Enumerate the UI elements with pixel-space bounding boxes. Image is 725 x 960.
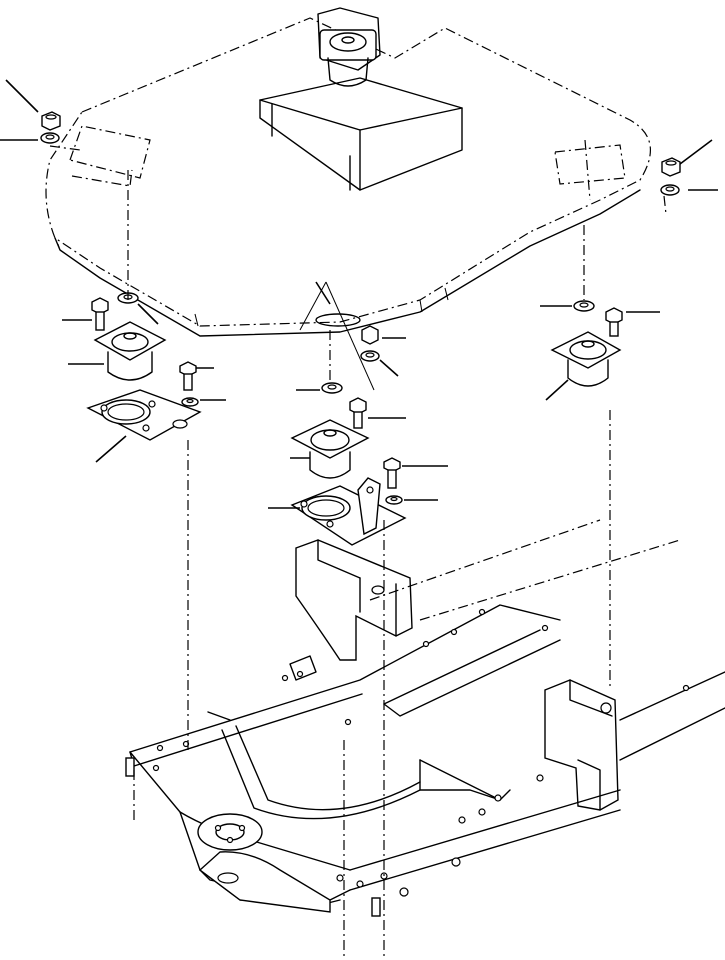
leader-line: [315, 281, 331, 305]
leader-line: [545, 379, 569, 401]
nut-top-right: [661, 157, 681, 177]
main-frame: [125, 519, 725, 917]
frame-bracket-right: [544, 679, 619, 811]
right-mount: [550, 300, 623, 387]
leader-line: [137, 303, 159, 325]
assembly-centerlines: [49, 145, 667, 960]
frame-bracket-center: [295, 539, 413, 661]
left-mount: [86, 292, 202, 441]
leader-line: [379, 359, 399, 377]
washer-top-left: [40, 132, 60, 144]
center-mount: [290, 325, 407, 546]
washer-top-right: [660, 184, 680, 196]
callout-leaders: [0, 79, 718, 509]
floor-plate: [45, 17, 651, 337]
top-mount: [317, 7, 381, 87]
leader-line: [5, 79, 39, 113]
leader-line: [679, 139, 713, 165]
nut-top-left: [41, 111, 61, 131]
leader-line: [95, 435, 127, 463]
